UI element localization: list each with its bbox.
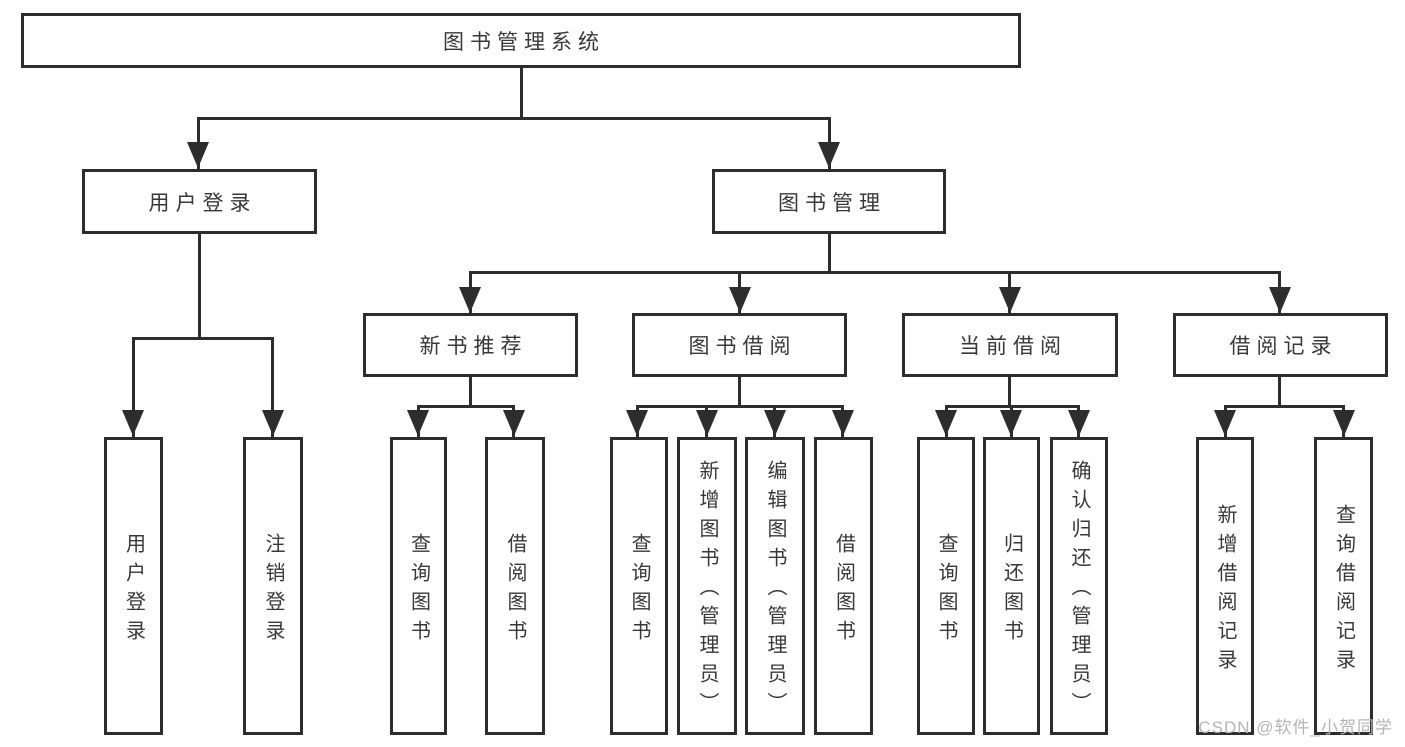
- leaf-label: 新增借阅记录: [1214, 503, 1236, 678]
- connector-line: [1224, 405, 1344, 408]
- leaf-label: 用户登录: [122, 532, 145, 649]
- csdn-watermark: CSDN @软件_小贺同学: [1198, 718, 1393, 737]
- node-new-book-recommend: 新书推荐: [363, 313, 578, 377]
- leaf-label: 查询借阅记录: [1332, 503, 1355, 678]
- node-label: 用户登录: [148, 191, 257, 215]
- leaf-recommend-borrow-books: 借阅图书: [485, 437, 545, 735]
- leaf-label: 查询图书: [628, 532, 650, 649]
- node-borrowing-records: 借阅记录: [1173, 313, 1388, 377]
- connector-line: [271, 337, 274, 437]
- arrow-down-icon: [1269, 287, 1291, 313]
- connector-line: [132, 337, 135, 437]
- node-library-management-system: 图书管理系统: [21, 13, 1021, 68]
- arrow-down-icon: [1068, 410, 1090, 436]
- leaf-recommend-query-books: 查询图书: [390, 437, 447, 735]
- leaf-user-login: 用户登录: [104, 437, 163, 735]
- leaf-label: 新增图书（管理员）: [696, 460, 718, 721]
- leaf-current-query-books: 查询图书: [917, 437, 975, 735]
- arrow-down-icon: [1214, 410, 1236, 436]
- node-label: 新书推荐: [419, 335, 528, 358]
- node-label: 当前借阅: [959, 335, 1067, 358]
- connector-line: [636, 405, 844, 408]
- connector-line: [738, 377, 741, 405]
- leaf-label: 编辑图书（管理员）: [764, 460, 786, 721]
- connector-line: [520, 68, 523, 117]
- arrow-down-icon: [626, 410, 648, 436]
- leaf-borrowing-query-books: 查询图书: [610, 437, 668, 735]
- node-user-login: 用户登录: [82, 169, 317, 234]
- arrow-down-icon: [262, 410, 284, 436]
- arrow-down-icon: [1333, 410, 1355, 436]
- leaf-label: 确认归还（管理员）: [1068, 460, 1090, 721]
- node-label: 图书管理: [778, 191, 886, 215]
- connector-line: [828, 234, 831, 271]
- arrow-down-icon: [729, 287, 751, 313]
- leaf-logout: 注销登录: [243, 437, 303, 735]
- leaf-current-confirm-return-admin: 确认归还（管理员）: [1050, 437, 1108, 735]
- leaf-label: 归还图书: [1000, 532, 1023, 649]
- arrow-down-icon: [764, 410, 786, 436]
- connector-line: [198, 234, 201, 337]
- node-label: 图书管理系统: [443, 30, 605, 54]
- leaf-label: 注销登录: [262, 532, 284, 649]
- leaf-label: 借阅图书: [504, 532, 526, 649]
- node-label: 图书借阅: [688, 335, 797, 358]
- node-book-management: 图书管理: [712, 169, 946, 234]
- arrow-down-icon: [999, 287, 1021, 313]
- node-book-borrowing: 图书借阅: [632, 313, 847, 377]
- arrow-down-icon: [832, 410, 854, 436]
- connector-line: [1278, 377, 1281, 405]
- leaf-label: 借阅图书: [832, 532, 855, 649]
- arrow-down-icon: [935, 410, 957, 436]
- arrow-down-icon: [407, 410, 429, 436]
- arrow-down-icon: [1000, 410, 1022, 436]
- leaf-borrowing-add-books-admin: 新增图书（管理员）: [677, 437, 737, 735]
- leaf-label: 查询图书: [407, 532, 430, 649]
- arrow-down-icon: [122, 410, 144, 436]
- arrow-down-icon: [187, 142, 209, 168]
- connector-line: [417, 405, 515, 408]
- leaf-borrowing-borrow-books: 借阅图书: [814, 437, 873, 735]
- connector-line: [1008, 377, 1011, 405]
- leaf-records-add-borrow-record: 新增借阅记录: [1196, 437, 1254, 735]
- connector-line: [197, 117, 831, 120]
- connector-line: [469, 377, 472, 405]
- node-label: 借阅记录: [1229, 335, 1338, 358]
- connector-line: [132, 337, 274, 340]
- arrow-down-icon: [818, 142, 840, 168]
- leaf-current-return-books: 归还图书: [983, 437, 1040, 735]
- connector-line: [469, 271, 1281, 274]
- node-current-borrowing: 当前借阅: [902, 313, 1118, 377]
- leaf-label: 查询图书: [935, 532, 957, 649]
- leaf-borrowing-edit-books-admin: 编辑图书（管理员）: [745, 437, 805, 735]
- arrow-down-icon: [503, 410, 525, 436]
- leaf-records-query-borrow-record: 查询借阅记录: [1314, 437, 1373, 735]
- arrow-down-icon: [696, 410, 718, 436]
- arrow-down-icon: [459, 287, 481, 313]
